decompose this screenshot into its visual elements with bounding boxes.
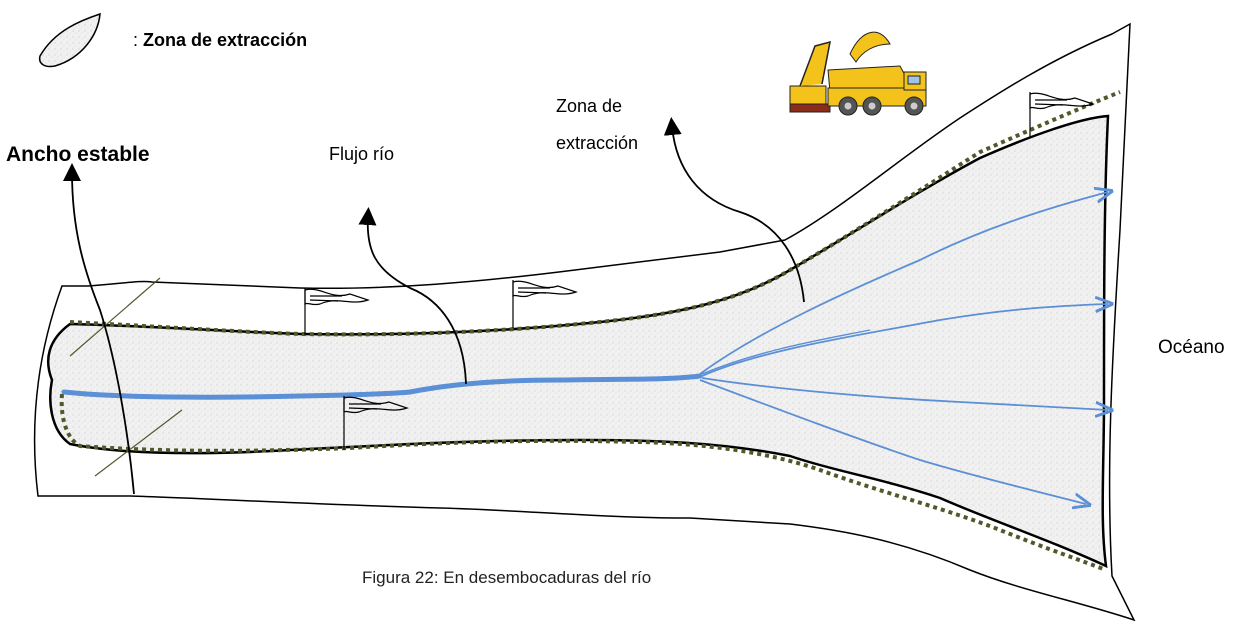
- river-branch-1: [699, 192, 1108, 375]
- river-branch-3: [701, 377, 1108, 410]
- flag-icon: [343, 396, 409, 450]
- label-zona-extraccion-line2: extracción: [556, 133, 639, 153]
- legend-zone-label: Zona de extracción: [143, 30, 308, 50]
- excavator-truck-icon: [789, 31, 927, 116]
- legend-label: : Zona de extracción: [133, 30, 307, 51]
- label-zona-extraccion-line1: Zona de: [556, 96, 623, 116]
- river-branch-2: [701, 304, 1108, 377]
- ancho-estable-arrow: [63, 163, 135, 495]
- figure-caption: Figura 22: En desembocaduras del río: [362, 568, 652, 587]
- stable-width-section-line-2: [94, 409, 183, 477]
- stable-width-section-line-1: [69, 277, 161, 357]
- label-ancho-estable: Ancho estable: [6, 143, 150, 166]
- flujo-rio-arrow: [358, 207, 467, 385]
- river-branch-5: [701, 329, 871, 375]
- stable-width-bottom-line: [59, 393, 1107, 572]
- river-branch-4: [699, 379, 1086, 504]
- stable-width-top-line: [69, 90, 1121, 337]
- legend-separator: :: [133, 30, 139, 50]
- label-flujo-rio: Flujo río: [329, 144, 395, 164]
- flag-icon: [1029, 92, 1095, 138]
- flag-icon: [304, 288, 370, 335]
- zona-extraccion-arrow: [663, 117, 805, 303]
- label-oceano: Océano: [1158, 337, 1225, 358]
- river-main-channel: [61, 373, 703, 400]
- extraction-zone-legend-icon: [38, 12, 101, 68]
- flag-icon: [512, 280, 578, 328]
